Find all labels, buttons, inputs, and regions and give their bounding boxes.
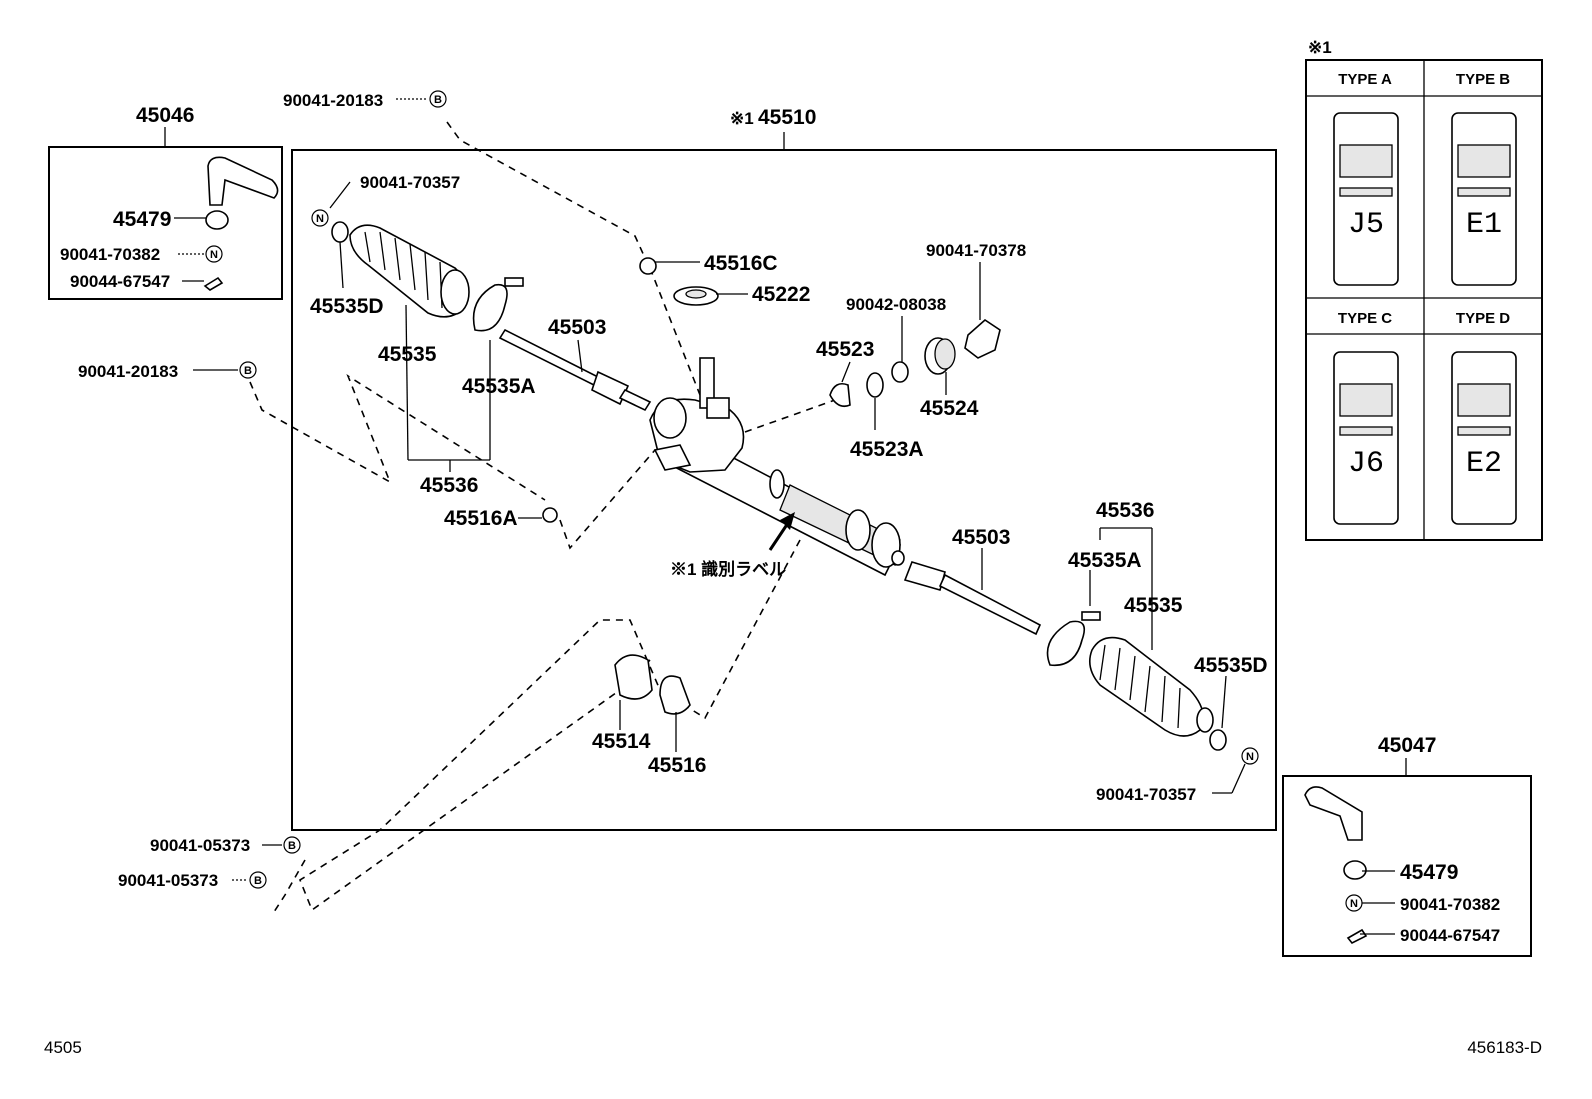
svg-text:B: B <box>254 875 262 887</box>
label-id-label: ※1 識別ラベル <box>670 559 786 579</box>
mark-n-icon: N <box>1345 894 1363 912</box>
label-rod-left: 45503 <box>548 316 606 339</box>
label-grommet-a: 45516A <box>444 507 518 530</box>
type-b-code: E1 <box>1466 208 1502 242</box>
steering-rack <box>498 328 1042 636</box>
label-clamp-right: 45535A <box>1068 549 1142 572</box>
assembly-mark: ※1 <box>730 109 754 128</box>
label-boot-set-left: 45536 <box>420 474 478 497</box>
svg-text:N: N <box>1350 898 1358 910</box>
type-c-card: J6 <box>1333 351 1399 525</box>
pitman-arm <box>203 156 279 291</box>
boot-left <box>331 221 470 318</box>
footer-figure-code: 456183-D <box>1467 1038 1542 1057</box>
svg-text:B: B <box>434 94 442 106</box>
part-labels: ※1 ※1 45510 90041-20183 90041-20183 4504… <box>44 38 1542 1057</box>
label-nut-b: 90041-70382 <box>1400 895 1500 914</box>
svg-text:B: B <box>244 365 252 377</box>
type-c-code: J6 <box>1348 447 1384 481</box>
type-b-card: E1 <box>1451 112 1517 286</box>
type-d-card: E2 <box>1451 351 1517 525</box>
svg-text:B: B <box>288 840 296 852</box>
dashed-guides <box>249 121 836 916</box>
clamp-left <box>472 277 524 332</box>
label-boot-set-right: 45536 <box>1096 499 1154 522</box>
label-bolt-b2: 90041-05373 <box>118 871 218 890</box>
type-d-title: TYPE D <box>1456 310 1510 327</box>
mark-b-icon: B <box>249 871 267 889</box>
label-boot-left: 45535 <box>378 343 437 366</box>
label-grommet-c: 45516C <box>704 252 778 275</box>
mark-b-icon: B <box>239 361 257 379</box>
label-grommet: 45516 <box>648 754 706 777</box>
mark-n-icon: N <box>1241 747 1259 765</box>
type-c-title: TYPE C <box>1338 310 1392 327</box>
clamp-right <box>1046 611 1101 667</box>
label-bolt-b1: 90041-05373 <box>150 836 250 855</box>
boot-right <box>1089 636 1227 751</box>
type-a-title: TYPE A <box>1338 71 1392 88</box>
label-bolt-left: 90041-20183 <box>78 362 178 381</box>
circle-marks: B B B B N N N N <box>205 90 1363 912</box>
label-nut-a: 90041-70382 <box>60 245 160 264</box>
label-boot-right: 45535 <box>1124 594 1183 617</box>
label-spring-523a: 45523A <box>850 438 924 461</box>
svg-text:N: N <box>316 213 324 225</box>
label-pitman: 45046 <box>136 104 194 127</box>
label-cover-222: 45222 <box>752 283 810 306</box>
type-table-ref: ※1 <box>1308 38 1332 57</box>
label-clip-right: 90041-70357 <box>1096 785 1196 804</box>
label-bracket: 45514 <box>592 730 651 753</box>
small-parts <box>542 257 1001 715</box>
svg-text:N: N <box>210 249 218 261</box>
label-boot-clamp-left: 45535D <box>310 295 384 318</box>
assembly-number: 45510 <box>758 106 816 129</box>
label-pin-b: 90044-67547 <box>1400 926 1500 945</box>
label-cover-b: 45479 <box>1400 861 1458 884</box>
label-plug-524: 45524 <box>920 397 979 420</box>
mark-b-icon: B <box>283 836 301 854</box>
label-boot-clamp-right: 45535D <box>1194 654 1268 677</box>
tie-rod-end <box>1304 786 1368 945</box>
label-bolt-top: 90041-20183 <box>283 91 383 110</box>
svg-text:N: N <box>1246 751 1254 763</box>
label-guide-523: 45523 <box>816 338 874 361</box>
label-pin-a: 90044-67547 <box>70 272 170 291</box>
label-ring-038: 90042-08038 <box>846 295 946 314</box>
footer-section-code: 4505 <box>44 1038 82 1057</box>
label-tie-end: 45047 <box>1378 734 1436 757</box>
type-b-title: TYPE B <box>1456 71 1510 88</box>
mark-n-icon: N <box>205 245 223 263</box>
id-label-arrow <box>768 512 795 551</box>
tie-end-box <box>1282 775 1532 957</box>
label-clip-left: 90041-70357 <box>360 173 460 192</box>
mark-b-icon: B <box>429 90 447 108</box>
leader-lines <box>174 98 1395 935</box>
type-table: TYPE A TYPE B TYPE C TYPE D J5 E1 J6 E2 <box>1305 59 1543 541</box>
type-a-code: J5 <box>1348 208 1384 242</box>
label-rod-right: 45503 <box>952 526 1010 549</box>
type-d-code: E2 <box>1466 447 1502 481</box>
mark-n-icon: N <box>311 209 329 227</box>
label-clamp-left: 45535A <box>462 375 536 398</box>
type-a-card: J5 <box>1333 112 1399 286</box>
label-cover-a: 45479 <box>113 208 171 231</box>
label-plug-378: 90041-70378 <box>926 241 1026 260</box>
